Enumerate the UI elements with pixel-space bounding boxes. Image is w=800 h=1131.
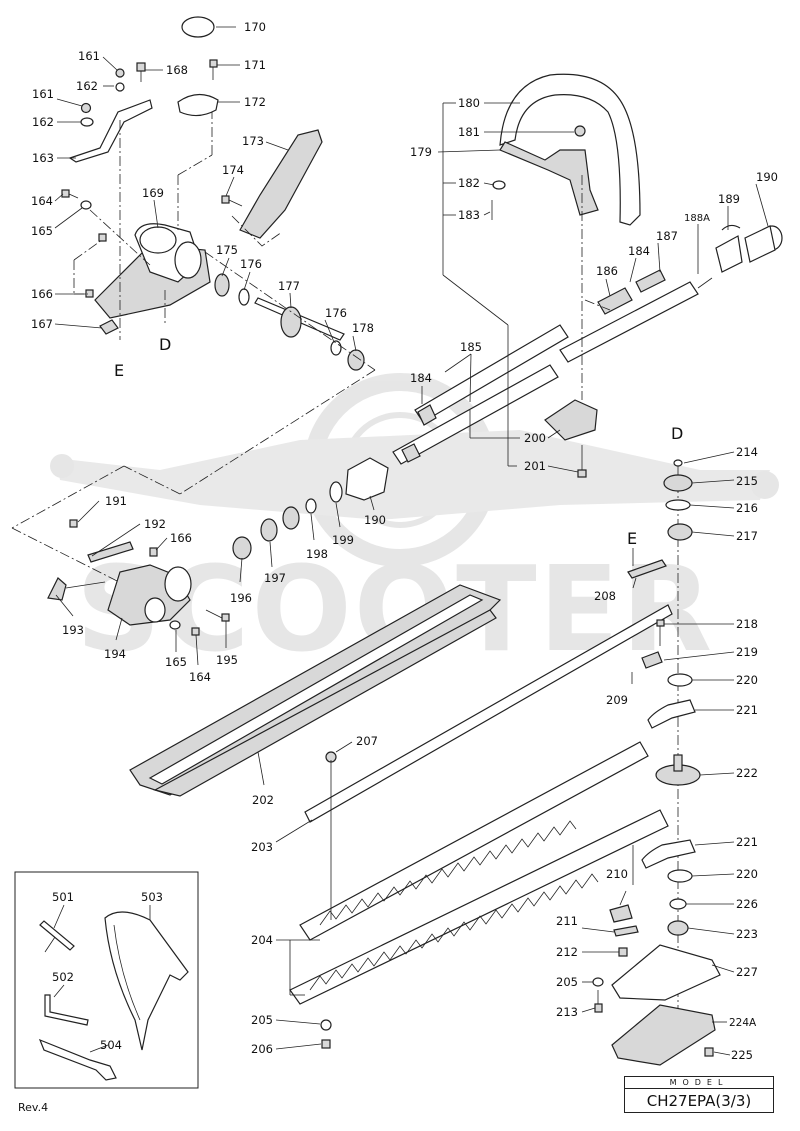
accessory-box: [14, 871, 199, 1089]
part-label-173: 173: [242, 134, 264, 148]
part-label-218: 218: [736, 617, 758, 631]
part-label-226: 226: [736, 897, 758, 911]
model-caption: MODEL: [625, 1077, 773, 1089]
part-label-162: 162: [32, 115, 54, 129]
part-label-214: 214: [736, 445, 758, 459]
part-label-163: 163: [32, 151, 54, 165]
part-label-193: 193: [62, 623, 84, 637]
handle-shaft-assembly: [345, 73, 783, 501]
part-label-207: 207: [356, 734, 378, 748]
part-label-225: 225: [731, 1048, 753, 1062]
part-label-185: 185: [460, 340, 482, 354]
part-label-170: 170: [244, 20, 266, 34]
part-label-175: 175: [216, 243, 238, 257]
part-label-176: 176: [240, 257, 262, 271]
part-label-166: 166: [31, 287, 53, 301]
part-label-219: 219: [736, 645, 758, 659]
part-label-224A: 224A: [729, 1017, 757, 1029]
section-label-e: E: [114, 361, 124, 380]
part-label-184: 184: [628, 244, 650, 258]
part-label-188A: 188A: [684, 213, 710, 224]
part-label-189: 189: [718, 192, 740, 206]
part-label-221: 221: [736, 703, 758, 717]
part-label-165: 165: [31, 224, 53, 238]
part-label-195: 195: [216, 653, 238, 667]
part-label-182: 182: [458, 176, 480, 190]
part-label-167: 167: [31, 317, 53, 331]
part-label-178: 178: [352, 321, 374, 335]
part-label-501: 501: [52, 890, 74, 904]
part-label-502: 502: [52, 970, 74, 984]
part-label-210: 210: [606, 867, 628, 881]
part-label-171: 171: [244, 58, 266, 72]
part-label-204: 204: [251, 933, 273, 947]
part-label-183: 183: [458, 208, 480, 222]
part-label-205: 205: [251, 1013, 273, 1027]
part-label-220: 220: [736, 867, 758, 881]
part-label-217: 217: [736, 529, 758, 543]
part-label-190: 190: [364, 513, 386, 527]
part-label-201: 201: [524, 459, 546, 473]
part-label-220: 220: [736, 673, 758, 687]
blade-assembly: [289, 604, 673, 1049]
part-label-197: 197: [264, 571, 286, 585]
part-label-216: 216: [736, 501, 758, 515]
part-label-165: 165: [165, 655, 187, 669]
part-label-209: 209: [606, 693, 628, 707]
part-label-206: 206: [251, 1042, 273, 1056]
model-name: CH27EPA(3/3): [646, 1092, 752, 1110]
part-label-187: 187: [656, 229, 678, 243]
section-label-e: E: [627, 529, 637, 548]
part-label-223: 223: [736, 927, 758, 941]
part-label-164: 164: [31, 194, 53, 208]
part-number-labels: 170 171 172 161 168 162 161 162 163 173 …: [31, 20, 778, 1062]
section-label-d: D: [671, 424, 683, 443]
revision-label: Rev.4: [18, 1101, 49, 1114]
part-label-162: 162: [76, 79, 98, 93]
part-label-211: 211: [556, 914, 578, 928]
part-label-161: 161: [32, 87, 54, 101]
part-label-168: 168: [166, 63, 188, 77]
part-label-179: 179: [410, 145, 432, 159]
part-label-208: 208: [594, 589, 616, 603]
part-label-192: 192: [144, 517, 166, 531]
part-label-191: 191: [105, 494, 127, 508]
part-label-212: 212: [556, 945, 578, 959]
part-label-222: 222: [736, 766, 758, 780]
part-label-200: 200: [524, 431, 546, 445]
blade-cover: [129, 584, 502, 797]
part-label-213: 213: [556, 1005, 578, 1019]
part-label-176: 176: [325, 306, 347, 320]
part-label-196: 196: [230, 591, 252, 605]
part-label-215: 215: [736, 474, 758, 488]
part-label-198: 198: [306, 547, 328, 561]
part-label-172: 172: [244, 95, 266, 109]
part-label-199: 199: [332, 533, 354, 547]
part-label-221: 221: [736, 835, 758, 849]
part-label-181: 181: [458, 125, 480, 139]
part-label-184: 184: [410, 371, 432, 385]
part-label-504: 504: [100, 1038, 122, 1052]
drive-assembly: [47, 481, 343, 636]
part-label-174: 174: [222, 163, 244, 177]
part-label-186: 186: [596, 264, 618, 278]
part-label-190: 190: [756, 170, 778, 184]
part-label-205: 205: [556, 975, 578, 989]
section-label-d: D: [159, 335, 171, 354]
leader-lines: [53, 26, 769, 1056]
part-label-180: 180: [458, 96, 480, 110]
part-label-164: 164: [189, 670, 211, 684]
model-box: MODEL CH27EPA(3/3): [624, 1076, 774, 1113]
part-label-227: 227: [736, 965, 758, 979]
part-label-203: 203: [251, 840, 273, 854]
part-label-166: 166: [170, 531, 192, 545]
part-label-202: 202: [252, 793, 274, 807]
gear-case-assembly: [11, 16, 376, 591]
part-label-177: 177: [278, 279, 300, 293]
part-label-169: 169: [142, 186, 164, 200]
part-label-503: 503: [141, 890, 163, 904]
part-label-194: 194: [104, 647, 126, 661]
part-label-161: 161: [78, 49, 100, 63]
